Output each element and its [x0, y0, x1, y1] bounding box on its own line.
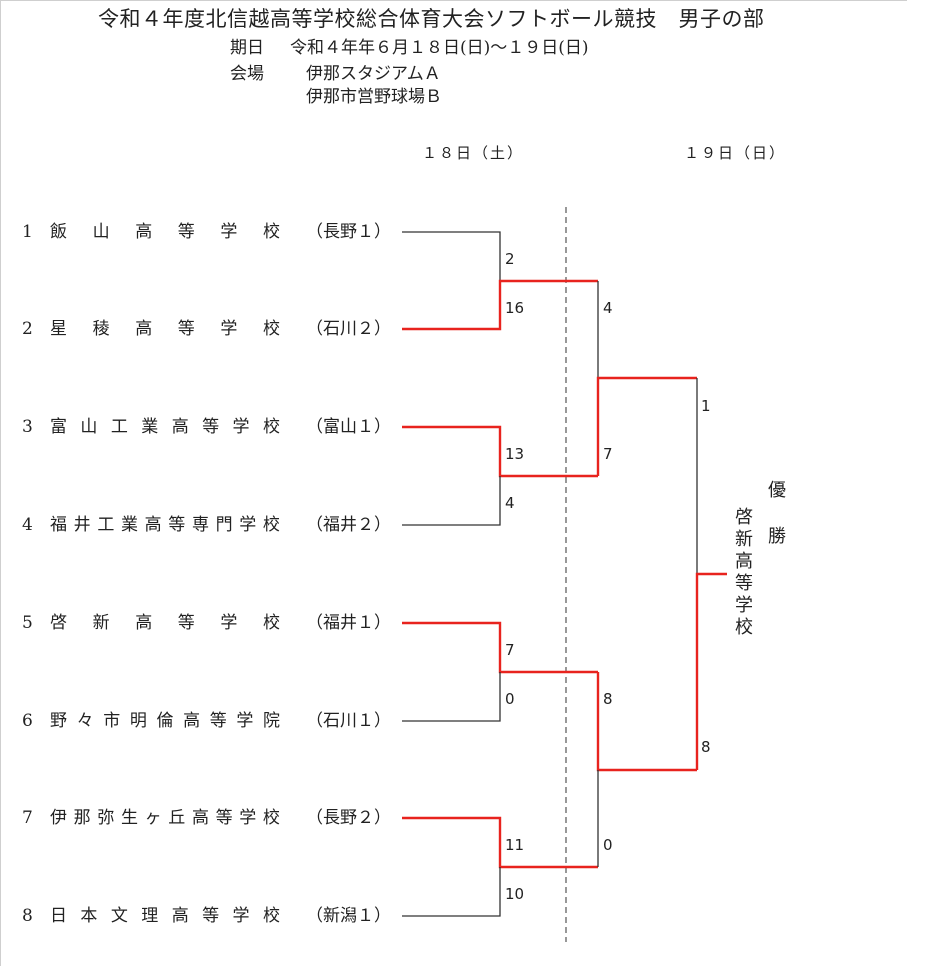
- team-name: 星稜高等学校: [50, 319, 280, 339]
- day2-header: １９日（日）: [684, 144, 787, 162]
- page-border-left: [0, 0, 1, 966]
- score-label: 7: [603, 445, 613, 463]
- score-label: 16: [505, 299, 525, 317]
- team-seed: 6: [22, 711, 33, 731]
- team-name: 野々市明倫高等学院: [50, 711, 280, 731]
- bracket-line-winner: [402, 279, 598, 331]
- page-border-top: [0, 0, 907, 1]
- score-label: 4: [505, 494, 515, 512]
- bracket-line-winner: [402, 425, 598, 478]
- date-value: 令和４年年６月１８日(日)～１９日(日): [290, 38, 589, 58]
- team-region: （福井２）: [306, 515, 391, 535]
- venue-a: 伊那スタジアムＡ: [306, 64, 441, 84]
- bracket-line-winner: [596, 376, 697, 476]
- bracket-line-winner: [695, 572, 727, 770]
- team-region: （石川２）: [306, 319, 391, 339]
- bracket-line-loser: [402, 476, 501, 526]
- team-seed: 5: [22, 613, 33, 633]
- score-label: 0: [505, 690, 515, 708]
- score-label: 13: [505, 445, 525, 463]
- team-name: 啓新高等学校: [50, 613, 280, 633]
- team-name: 飯山高等学校: [50, 222, 280, 242]
- team-region: （長野１）: [306, 222, 391, 242]
- score-label: 7: [505, 641, 515, 659]
- score-label: 1: [701, 397, 711, 415]
- score-label: 4: [603, 299, 613, 317]
- venue-label: 会場: [230, 64, 264, 84]
- team-seed: 4: [22, 515, 33, 535]
- team-name: 福井工業高等専門学校: [50, 515, 280, 535]
- team-seed: 7: [22, 808, 33, 828]
- page-title: 令和４年度北信越高等学校総合体育大会ソフトボール競技 男子の部: [98, 7, 765, 31]
- team-region: （新潟１）: [306, 906, 391, 926]
- bracket-line-loser: [402, 231, 501, 281]
- venue-b: 伊那市営野球場Ｂ: [306, 87, 442, 107]
- team-seed: 3: [22, 417, 33, 437]
- champion-label: 優勝: [768, 480, 786, 547]
- team-name: 日本文理高等学校: [50, 906, 280, 926]
- date-label: 期日: [230, 38, 264, 58]
- bracket-line-winner: [402, 816, 598, 869]
- score-label: 11: [505, 836, 525, 854]
- bracket-line-winner: [596, 672, 697, 772]
- bracket-line-winner: [402, 621, 598, 674]
- bracket-line-loser: [402, 672, 501, 722]
- team-region: （富山１）: [306, 417, 391, 437]
- team-region: （福井１）: [306, 613, 391, 633]
- team-seed: 1: [22, 222, 33, 242]
- team-region: （長野２）: [306, 808, 391, 828]
- team-name: 伊那弥生ヶ丘高等学校: [50, 808, 280, 828]
- score-label: 0: [603, 836, 613, 854]
- bracket-line-loser: [402, 867, 501, 917]
- score-label: 2: [505, 250, 515, 268]
- team-seed: 2: [22, 319, 33, 339]
- champion-name: 啓新高等学校: [735, 507, 753, 638]
- team-region: （石川１）: [306, 711, 391, 731]
- team-name: 富山工業高等学校: [50, 417, 280, 437]
- score-label: 10: [505, 885, 525, 903]
- score-label: 8: [701, 738, 711, 756]
- day1-header: １８日（土）: [422, 144, 525, 162]
- team-seed: 8: [22, 906, 33, 926]
- score-label: 8: [603, 690, 613, 708]
